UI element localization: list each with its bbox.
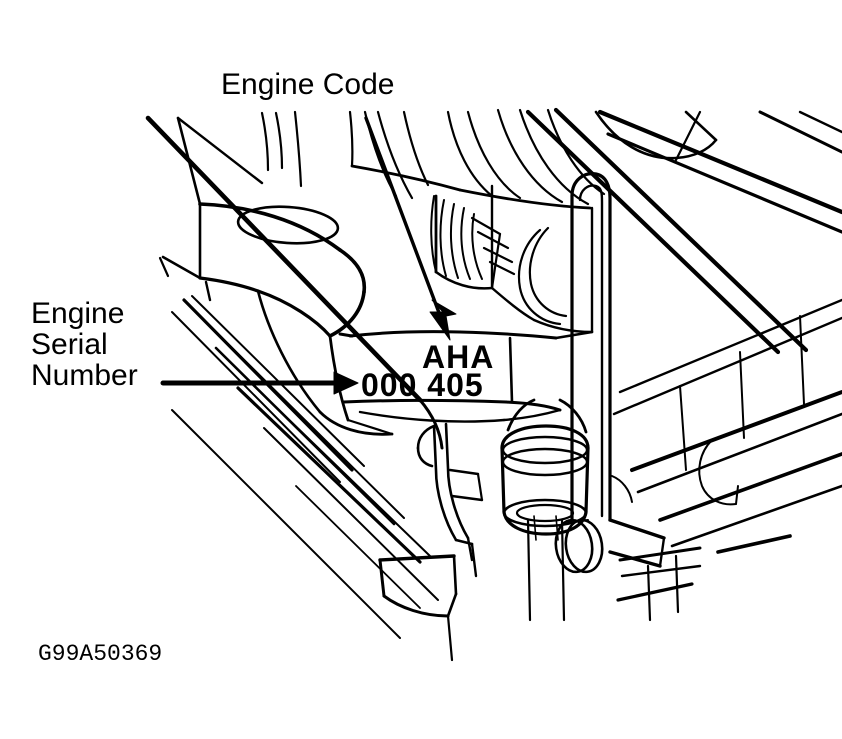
center-bracket-arm — [378, 422, 484, 662]
left-bracket — [158, 116, 394, 436]
engine-code-arrowhead — [429, 299, 457, 341]
callout-label-engine-code: Engine Code — [221, 68, 395, 101]
bracket-hole — [236, 205, 340, 245]
top-curved-ribs — [260, 110, 430, 200]
vertical-strut — [570, 172, 612, 522]
top-sweep-curve — [594, 110, 718, 160]
top-right-curved-ribs — [446, 108, 606, 206]
serial-label-line-2: Serial — [31, 328, 108, 361]
engine-code-leader-arrow — [364, 116, 446, 328]
engine-serial-arrowhead — [333, 371, 359, 395]
figure-caption: G99A50369 — [38, 641, 163, 667]
diagonal-bars-upper-right — [525, 107, 842, 355]
cylinder-boss-port — [500, 398, 590, 622]
stamped-serial-number: 000 405 — [361, 367, 484, 403]
serial-label-line-3: Number — [31, 359, 138, 392]
engine-block-surfaces — [338, 164, 594, 423]
small-oval-boss — [554, 518, 604, 574]
stamped-engine-code: AHA — [422, 339, 495, 375]
lower-right-rails — [608, 298, 842, 622]
serial-label-line-1: Engine — [31, 297, 125, 330]
